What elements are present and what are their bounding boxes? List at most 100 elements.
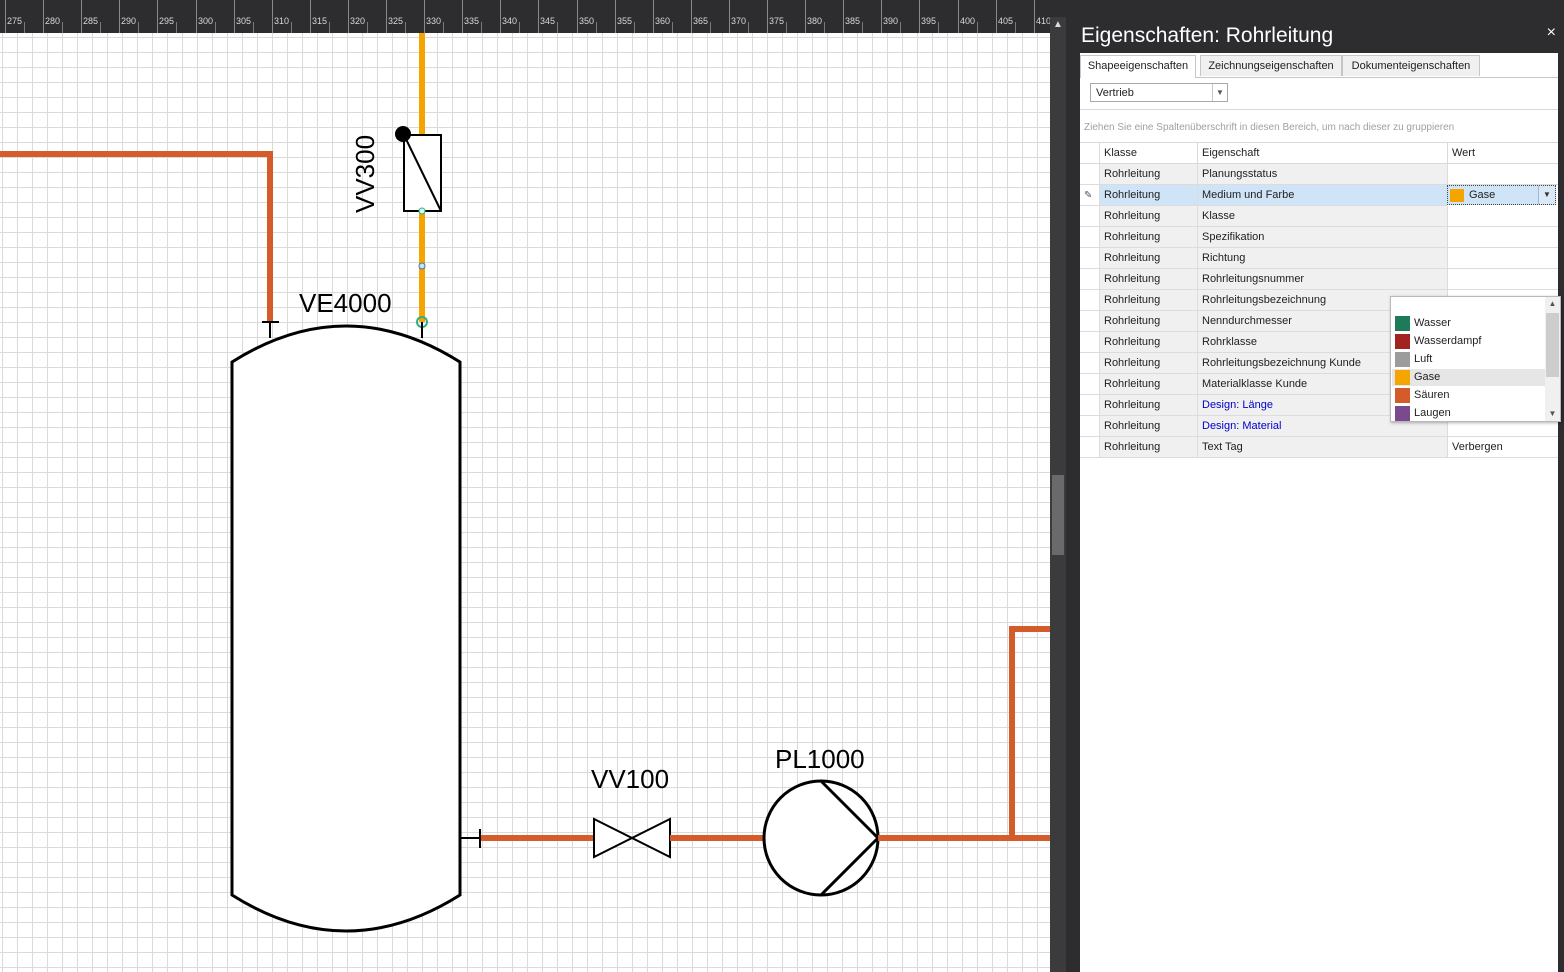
ruler-tick (43, 0, 44, 33)
filter-select[interactable]: Vertrieb ▼ (1090, 83, 1228, 102)
cell-eigenschaft[interactable]: Klasse (1197, 206, 1447, 227)
cell-eigenschaft[interactable]: Planungsstatus (1197, 164, 1447, 185)
scroll-down-icon[interactable]: ▼ (1548, 409, 1557, 418)
chevron-down-icon[interactable]: ▼ (1212, 84, 1227, 101)
dropdown-option[interactable]: Wasserdampf (1392, 333, 1547, 350)
cell-eigenschaft[interactable]: Materialklasse Kunde (1197, 374, 1447, 395)
wert-color-editor[interactable]: Gase▼ (1447, 185, 1556, 205)
tab-zeichnungseigenschaften[interactable]: Zeichnungseigenschaften (1200, 55, 1342, 76)
cell-klasse[interactable]: Rohrleitung (1099, 164, 1197, 185)
ruler-minor-tick (748, 22, 749, 33)
ruler-tick (272, 0, 273, 33)
cell-eigenschaft[interactable]: Medium und Farbe (1197, 185, 1447, 206)
valve-vv100[interactable] (593, 817, 671, 859)
color-swatch (1395, 334, 1410, 349)
ruler-tick (5, 0, 6, 33)
vessel-ve4000[interactable] (230, 324, 462, 933)
scroll-up-icon[interactable]: ▲ (1053, 19, 1063, 30)
ruler-tick (958, 0, 959, 33)
dropdown-option[interactable]: Laugen (1392, 405, 1547, 422)
column-header-eigenschaft[interactable]: Eigenschaft (1197, 143, 1447, 163)
cell-eigenschaft[interactable]: Rohrleitungsnummer (1197, 269, 1447, 290)
valve-vv300-actuator (395, 126, 411, 142)
dropdown-option[interactable]: Wasser (1392, 315, 1547, 332)
cell-wert[interactable]: Verbergen (1447, 437, 1558, 458)
ruler-tick (919, 0, 920, 33)
pane-splitter[interactable] (1066, 0, 1074, 972)
cell-klasse[interactable]: Rohrleitung (1099, 332, 1197, 353)
drawing-canvas[interactable]: VV300 VE4000 VV100 PL1000 (0, 33, 1050, 972)
row-indicator (1080, 269, 1099, 290)
cell-eigenschaft[interactable]: Richtung (1197, 248, 1447, 269)
dropdown-scrollbar[interactable]: ▲▼ (1545, 297, 1560, 421)
cell-klasse[interactable]: Rohrleitung (1099, 269, 1197, 290)
cell-wert[interactable] (1447, 248, 1558, 269)
pump-pl1000-label: PL1000 (775, 744, 865, 774)
pump-pl1000[interactable] (762, 779, 880, 897)
cell-eigenschaft[interactable]: Rohrklasse (1197, 332, 1447, 353)
cell-eigenschaft[interactable]: Rohrleitungsbezeichnung Kunde (1197, 353, 1447, 374)
tab-shapeeigenschaften[interactable]: Shapeeigenschaften (1080, 55, 1196, 78)
cell-klasse[interactable]: Rohrleitung (1099, 353, 1197, 374)
cell-eigenschaft[interactable]: Text Tag (1197, 437, 1447, 458)
cell-klasse[interactable]: Rohrleitung (1099, 416, 1197, 437)
group-drop-area[interactable]: Ziehen Sie eine Spaltenüberschrift in di… (1080, 109, 1558, 143)
cell-wert[interactable] (1447, 164, 1558, 185)
cell-klasse[interactable]: Rohrleitung (1099, 311, 1197, 332)
scroll-up-icon[interactable]: ▲ (1548, 299, 1557, 308)
cell-klasse[interactable]: Rohrleitung (1099, 437, 1197, 458)
scroll-thumb[interactable] (1546, 313, 1559, 377)
cell-eigenschaft[interactable]: Rohrleitungsbezeichnung (1197, 290, 1447, 311)
cell-wert[interactable] (1447, 227, 1558, 248)
chevron-down-icon[interactable]: ▼ (1538, 186, 1555, 204)
ruler-tick (119, 0, 120, 33)
cell-wert[interactable] (1447, 206, 1558, 227)
cell-wert[interactable] (1447, 269, 1558, 290)
scroll-thumb[interactable] (1052, 475, 1064, 555)
column-header-wert[interactable]: Wert (1447, 143, 1558, 163)
cell-klasse[interactable]: Rohrleitung (1099, 395, 1197, 416)
ruler-tick (462, 0, 463, 33)
cell-klasse[interactable]: Rohrleitung (1099, 227, 1197, 248)
pipe-right[interactable] (878, 626, 1050, 841)
cell-eigenschaft[interactable]: Spezifikation (1197, 227, 1447, 248)
cell-eigenschaft[interactable]: Design: Länge (1197, 395, 1447, 416)
cell-klasse[interactable]: Rohrleitung (1099, 185, 1197, 206)
row-indicator: ✎ (1080, 185, 1099, 206)
color-swatch (1395, 406, 1410, 421)
dropdown-option[interactable]: Gase (1392, 369, 1547, 386)
connection-point[interactable] (418, 207, 426, 215)
filter-select-value: Vertrieb (1096, 87, 1134, 99)
canvas-vertical-scrollbar[interactable]: ▲ (1050, 17, 1066, 972)
cell-klasse[interactable]: Rohrleitung (1099, 290, 1197, 311)
column-header-klasse[interactable]: Klasse (1099, 143, 1197, 163)
dropdown-option-label: Luft (1414, 353, 1433, 365)
dropdown-option-label: Wasserdampf (1414, 335, 1482, 347)
dropdown-option[interactable]: Luft (1392, 351, 1547, 368)
cell-eigenschaft[interactable]: Design: Material (1197, 416, 1447, 437)
cell-klasse[interactable]: Rohrleitung (1099, 206, 1197, 227)
ruler-label: 275 (7, 16, 23, 26)
connection-point[interactable] (418, 262, 426, 270)
cell-klasse[interactable]: Rohrleitung (1099, 248, 1197, 269)
dropdown-option[interactable]: Säuren (1392, 387, 1547, 404)
close-icon[interactable]: × (1546, 24, 1556, 41)
ruler-label: 320 (350, 16, 366, 26)
ruler-tick (348, 0, 349, 33)
pipe-top-left[interactable] (0, 151, 273, 322)
row-indicator (1080, 332, 1099, 353)
row-indicator (1080, 395, 1099, 416)
cell-klasse[interactable]: Rohrleitung (1099, 374, 1197, 395)
cell-eigenschaft[interactable]: Nenndurchmesser (1197, 311, 1447, 332)
tab-dokumenteigenschaften[interactable]: Dokumenteigenschaften (1342, 55, 1480, 76)
